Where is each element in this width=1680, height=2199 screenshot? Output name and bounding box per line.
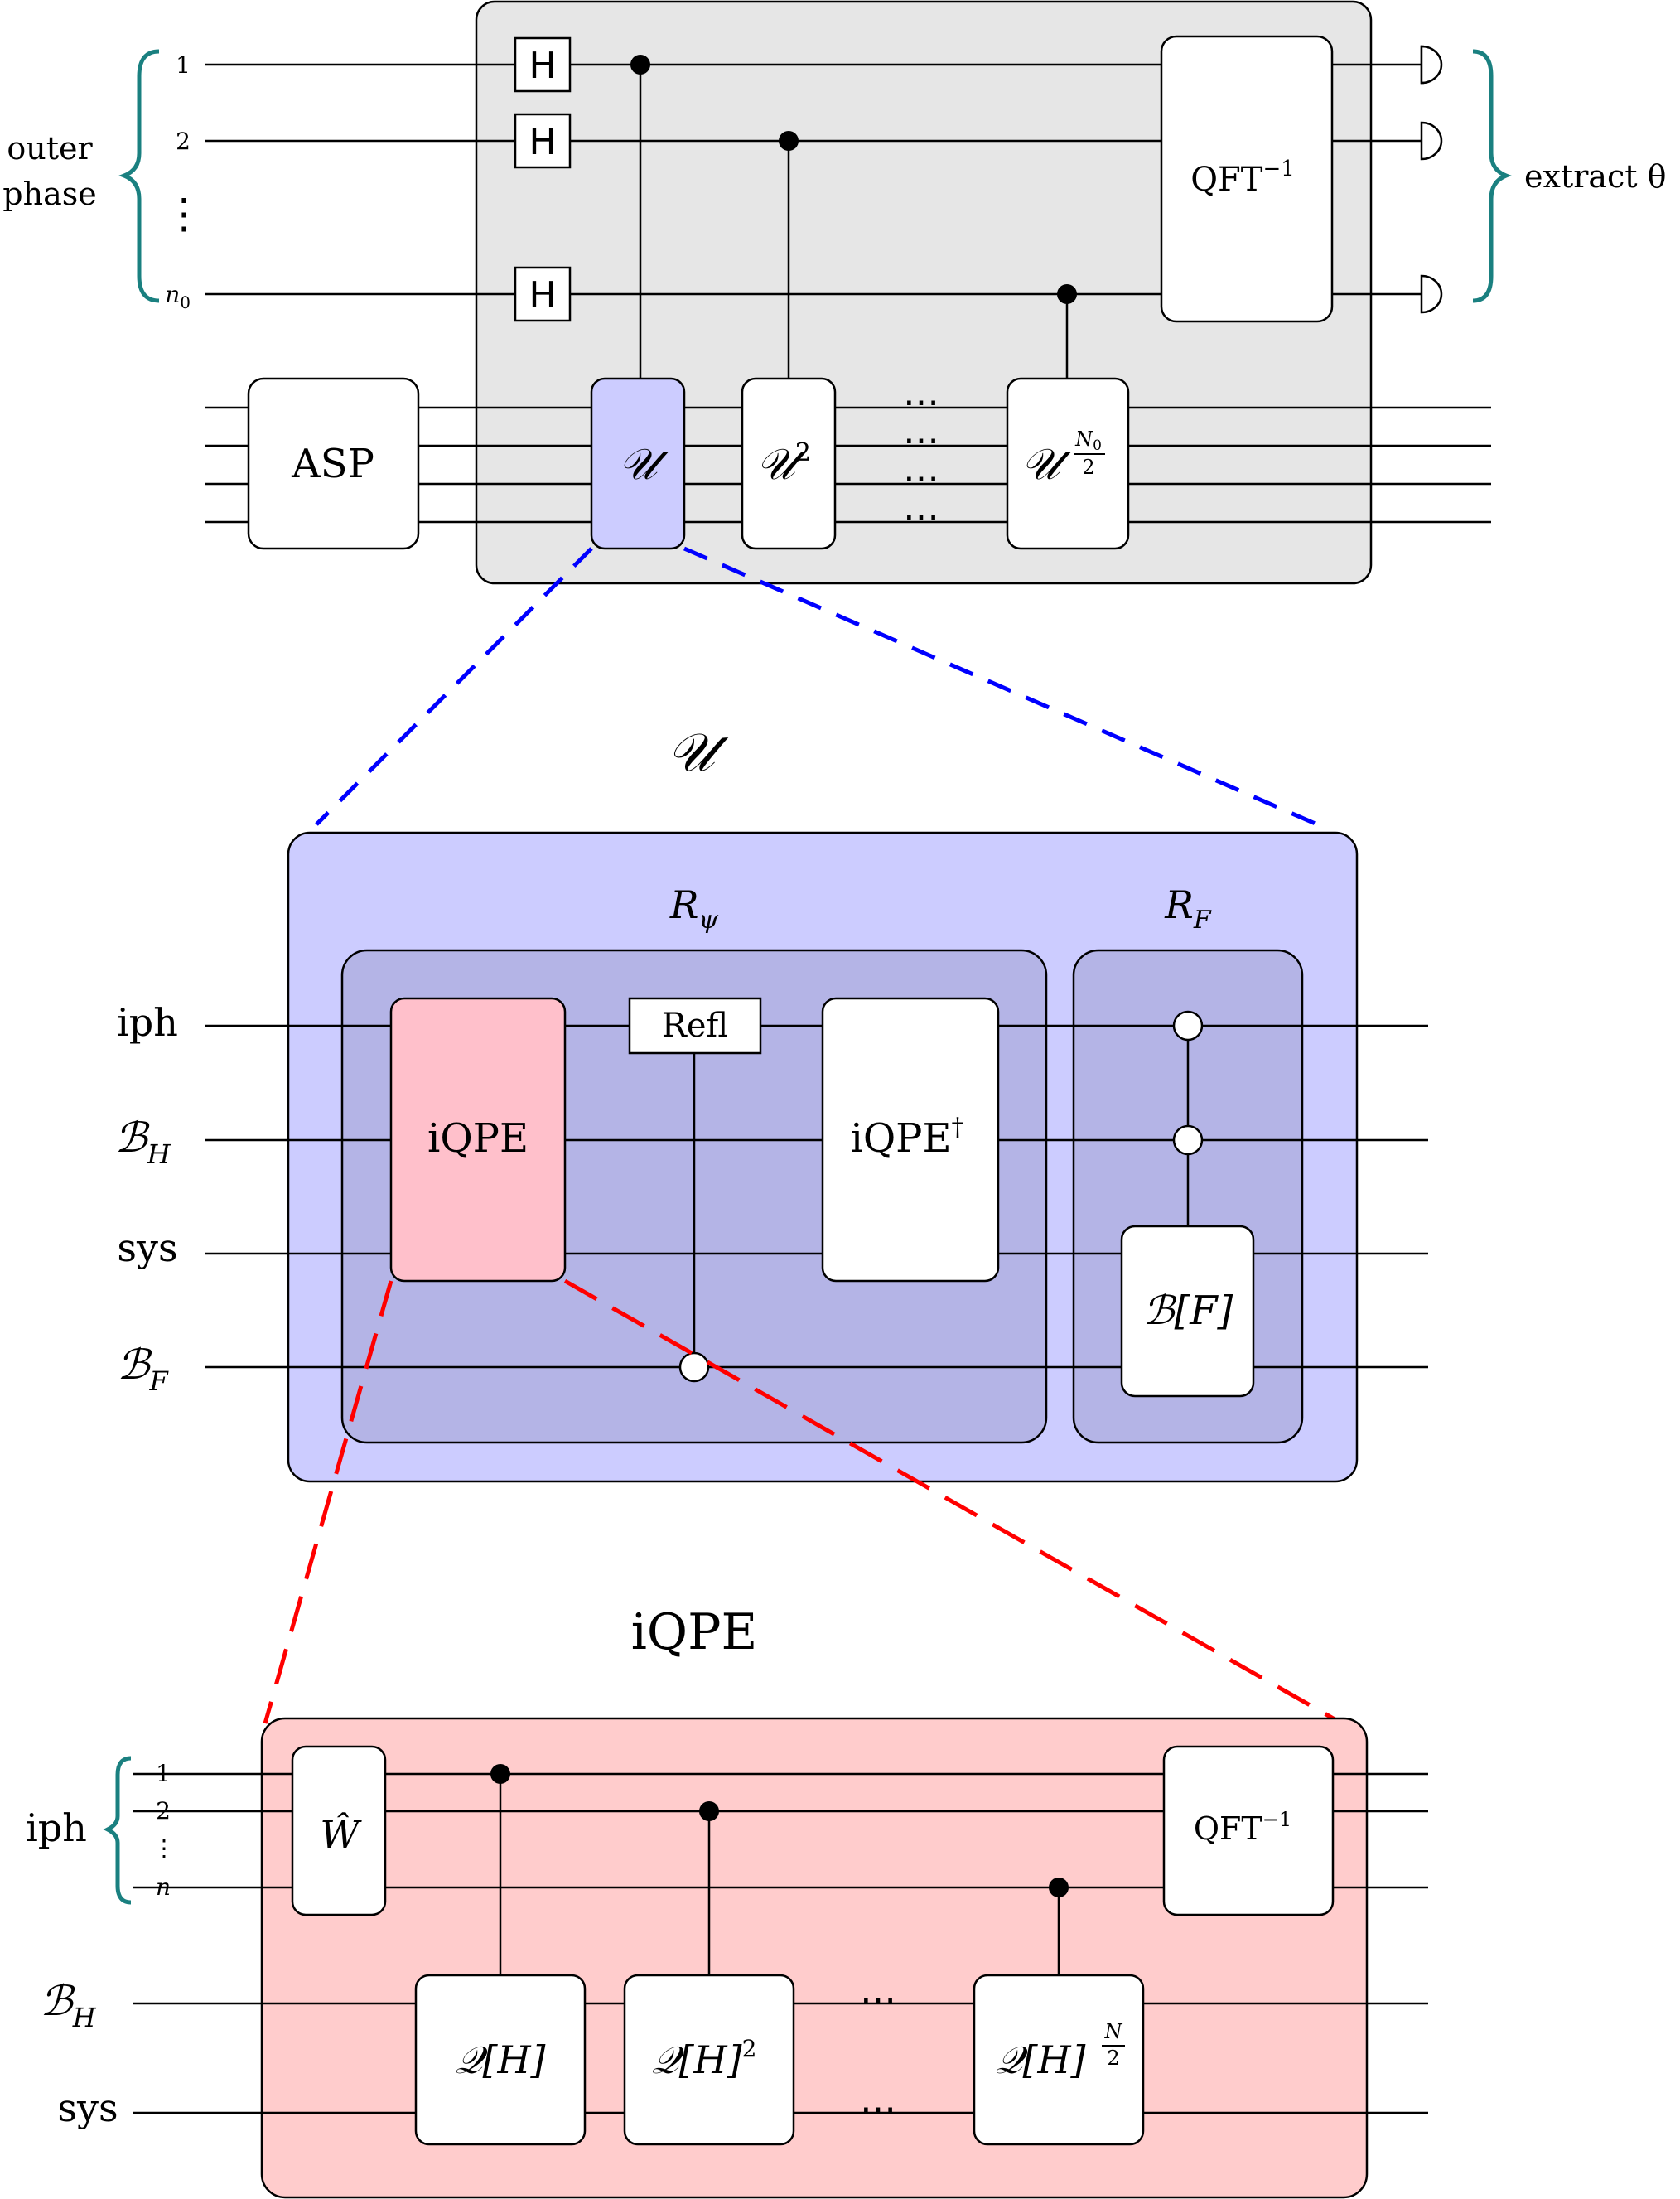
asp-gate: ASP — [247, 377, 420, 550]
q-h-power-gate: 𝒬[H] N 2 — [973, 1974, 1145, 2146]
svg-text:Ŵ: Ŵ — [320, 1811, 362, 1857]
svg-text:2: 2 — [1107, 2047, 1119, 2070]
zoom-line-red — [563, 1278, 1344, 1726]
phase-label: phase — [2, 176, 96, 212]
outer-qpe-panel — [475, 0, 1373, 585]
u-block-section: Rψ RF iph ℬH sys ℬF iQPE Refl iQPE† — [114, 831, 1428, 1483]
measurement-icon — [1420, 45, 1443, 85]
w-hat-gate: Ŵ — [291, 1745, 387, 1916]
iph-vdots: ⋮ — [152, 1834, 176, 1862]
svg-text:𝒬[H]: 𝒬[H] — [455, 2037, 545, 2082]
svg-text:H: H — [529, 121, 556, 163]
ellipsis: ⋯ — [903, 381, 939, 423]
qubit-1-label: 1 — [176, 51, 191, 79]
ellipsis: ⋯ — [903, 419, 939, 462]
svg-text:QFT−1: QFT−1 — [1194, 1808, 1291, 1847]
iqpe-block-section: iph 1 2 ⋮ n ℬH sys Ŵ 𝒬[H] 𝒬[H]2 ⋯ ⋯ — [26, 1717, 1428, 2199]
outer-phase-brace — [118, 49, 160, 303]
iqpe-qft-inverse-gate: QFT−1 — [1162, 1745, 1335, 1916]
refl-gate: Refl — [628, 997, 762, 1055]
zoom-line-red — [263, 1280, 393, 1724]
iqpe-dagger-gate: iQPE† — [821, 997, 1000, 1283]
extract-theta-label: extract θ — [1524, 158, 1667, 195]
u-power-gate: 𝒰 N0 2 — [1006, 377, 1130, 550]
u-block-title: 𝒰 — [667, 723, 729, 784]
sys-label: sys — [57, 2085, 118, 2130]
ellipsis: ⋯ — [903, 457, 939, 500]
h-gate-1: H — [514, 36, 572, 93]
iph-qubit-1: 1 — [156, 1760, 171, 1787]
iph-label: iph — [26, 1805, 87, 1850]
qubit-vdots: ⋮ — [163, 190, 205, 238]
bh-label: ℬH — [40, 1977, 96, 2033]
iph-qubit-2: 2 — [156, 1797, 171, 1824]
svg-text:N: N — [1104, 2020, 1123, 2043]
svg-text:QFT−1: QFT−1 — [1190, 157, 1295, 199]
wire-label-bh: ℬH — [114, 1114, 171, 1170]
iqpe-gate: iQPE — [389, 997, 567, 1283]
svg-text:𝒬[H]: 𝒬[H] — [995, 2037, 1085, 2082]
extract-theta-brace — [1472, 49, 1512, 303]
open-control-dot — [1172, 1124, 1204, 1156]
u-gate: 𝒰 — [590, 377, 686, 550]
measurement-icon — [1420, 121, 1443, 161]
iph-brace — [103, 1756, 132, 1905]
svg-text:H: H — [529, 274, 556, 317]
ellipsis: ⋯ — [860, 2088, 896, 2130]
ellipsis: ⋯ — [860, 1979, 896, 2021]
control-dot — [779, 131, 799, 151]
open-control-dot — [678, 1351, 710, 1383]
r-psi-label: Rψ — [669, 882, 719, 935]
control-dot — [699, 1801, 719, 1821]
control-dot — [1057, 284, 1077, 304]
wire-label-bf: ℬF — [117, 1341, 169, 1397]
qft-inverse-gate: QFT−1 — [1160, 35, 1334, 323]
control-dot — [1049, 1878, 1069, 1897]
control-dot — [490, 1764, 510, 1784]
wire-label-iph: iph — [117, 1000, 178, 1045]
control-dot — [630, 55, 650, 75]
h-gate-2: H — [514, 113, 572, 169]
outer-label: outer — [7, 130, 93, 167]
svg-text:ℬ[F]: ℬ[F] — [1143, 1288, 1233, 1334]
open-control-dot — [1172, 1010, 1204, 1042]
u-squared-gate: 𝒰2 — [741, 377, 837, 550]
iqpe-block-title: iQPE — [631, 1603, 758, 1661]
svg-text:ASP: ASP — [291, 441, 374, 487]
qubit-2-label: 2 — [176, 128, 191, 155]
q-h-squared-gate: 𝒬[H]2 — [623, 1974, 795, 2146]
outer-qpe-section: outer phase 1 2 ⋮ n0 H H H ASP — [2, 0, 1667, 585]
zoom-line-blue — [315, 547, 593, 826]
measurement-icon — [1420, 274, 1443, 314]
iph-qubit-n: n — [156, 1873, 171, 1901]
r-f-label: RF — [1164, 882, 1212, 935]
svg-text:iQPE: iQPE — [427, 1115, 529, 1162]
zoom-line-blue — [683, 546, 1318, 827]
svg-text:2: 2 — [1082, 456, 1094, 479]
b-f-gate: ℬ[F] — [1120, 1225, 1255, 1398]
qubit-n0-label: n0 — [165, 281, 191, 312]
svg-text:𝒬[H]2: 𝒬[H]2 — [652, 2035, 757, 2082]
svg-text:N0: N0 — [1074, 428, 1102, 454]
svg-text:H: H — [529, 45, 556, 87]
h-gate-n0: H — [514, 266, 572, 322]
svg-text:Refl: Refl — [662, 1007, 728, 1045]
svg-text:iQPE†: iQPE† — [850, 1113, 963, 1162]
q-h-gate: 𝒬[H] — [414, 1974, 587, 2146]
ellipsis: ⋯ — [903, 495, 939, 538]
wire-label-sys: sys — [117, 1225, 177, 1270]
